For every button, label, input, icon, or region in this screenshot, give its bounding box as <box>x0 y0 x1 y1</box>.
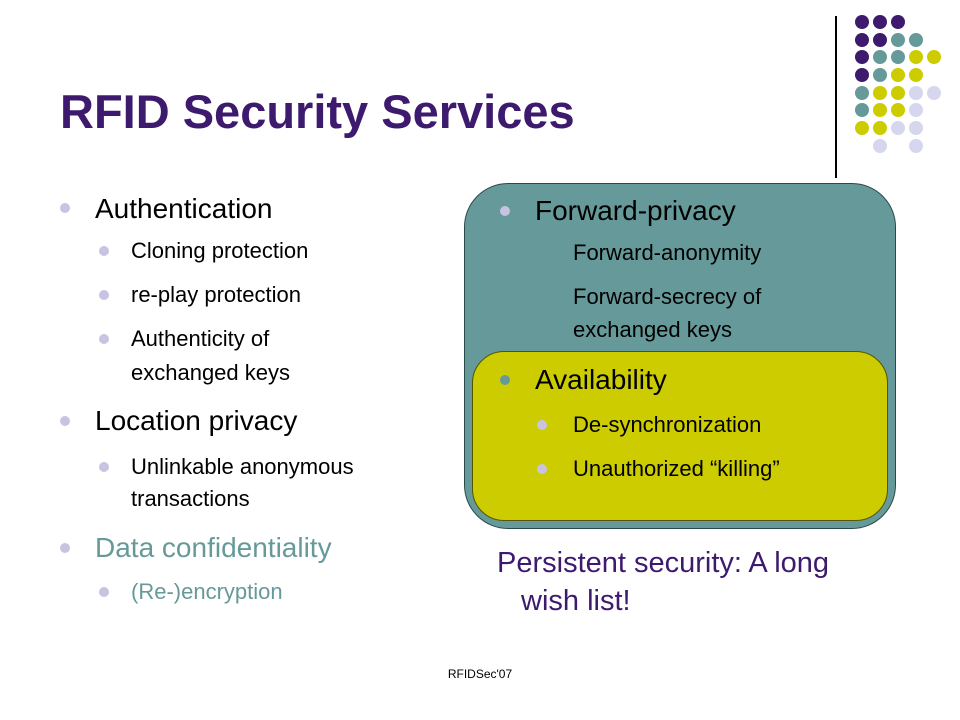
dot-row-5 <box>855 86 941 100</box>
list-heading-availability: Availability <box>535 364 667 395</box>
list-item: Unauthorized “killing” <box>573 456 780 481</box>
bullet-icon <box>99 246 109 256</box>
list-heading-forward-privacy: Forward-privacy <box>535 195 736 226</box>
bullet-icon <box>99 587 109 597</box>
list-item: (Re-)encryption <box>131 579 283 604</box>
persistent-line-2: wish list! <box>521 585 631 617</box>
bullet-icon <box>500 375 510 385</box>
dot-row-7 <box>855 121 923 135</box>
bullet-icon <box>500 206 510 216</box>
list-item-continuation: exchanged keys <box>131 360 290 385</box>
persistent-security-text: Persistent security: A long wish list! <box>497 544 829 620</box>
decorative-dot-grid <box>855 15 941 153</box>
list-heading-authentication: Authentication <box>95 193 273 224</box>
persistent-line-1: Persistent security: A long <box>497 547 830 579</box>
list-item: re-play protection <box>131 282 301 307</box>
list-item: Forward-secrecy of <box>573 284 762 309</box>
list-heading-location-privacy: Location privacy <box>95 405 298 436</box>
availability-box <box>472 351 888 521</box>
bullet-icon <box>537 464 547 474</box>
divider-line <box>835 16 837 178</box>
dot-row-3 <box>855 50 941 64</box>
bullet-icon <box>60 203 70 213</box>
dot-row-1 <box>855 15 905 29</box>
bullet-icon <box>99 334 109 344</box>
list-item: Forward-anonymity <box>573 240 762 265</box>
dot-row-2 <box>855 33 923 47</box>
list-item-continuation: exchanged keys <box>573 317 732 342</box>
list-item: Cloning protection <box>131 238 309 263</box>
bullet-icon <box>60 543 70 553</box>
bullet-icon <box>60 416 70 426</box>
dot-row-6 <box>855 103 923 117</box>
list-item: Unlinkable anonymous <box>131 454 354 479</box>
list-item: De-synchronization <box>573 412 762 437</box>
dot-row-8 <box>873 139 923 153</box>
dot-row-4 <box>855 68 923 82</box>
bullet-icon <box>99 462 109 472</box>
bullet-icon <box>99 290 109 300</box>
list-item: Authenticity of <box>131 326 270 351</box>
slide-title: RFID Security Services <box>60 85 575 138</box>
bullet-icon <box>537 420 547 430</box>
slide-footer: RFIDSec'07 <box>447 667 513 681</box>
list-item-continuation: transactions <box>131 486 250 511</box>
list-heading-data-confidentiality: Data confidentiality <box>95 532 332 563</box>
